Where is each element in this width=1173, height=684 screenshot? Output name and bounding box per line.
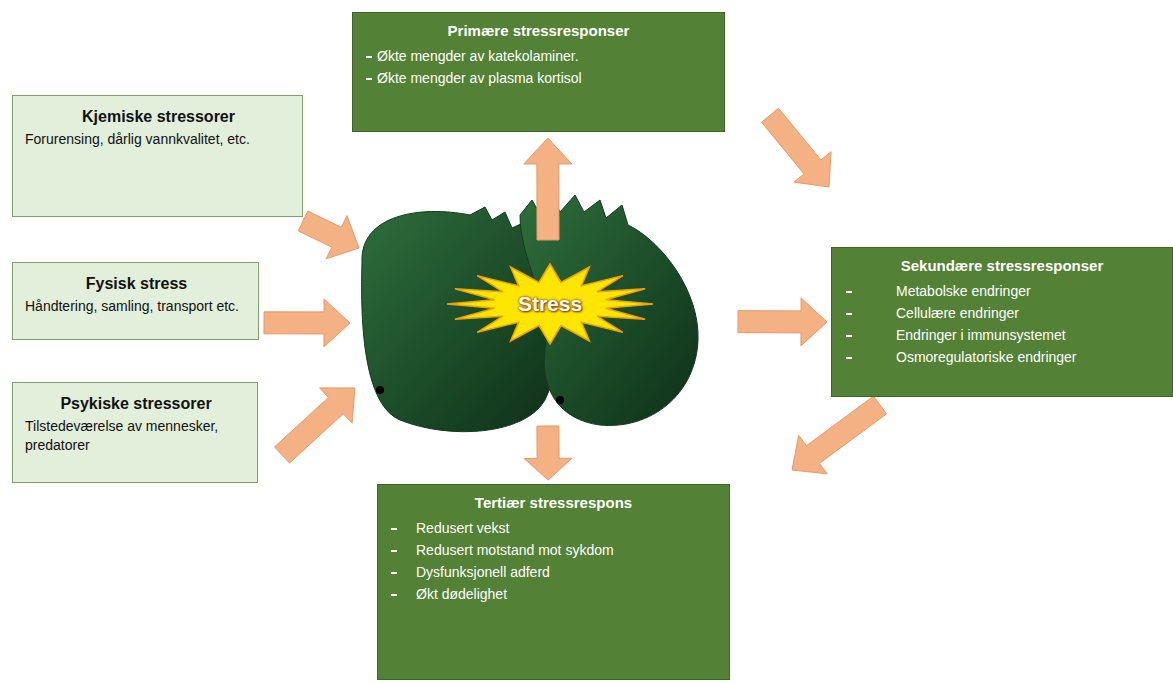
stressor-box: Kjemiske stressorerForurensing, dårlig v… bbox=[12, 95, 303, 217]
list-item: Osmoregulatoriske endringer bbox=[896, 346, 1164, 368]
bullet-dash bbox=[391, 550, 397, 552]
box-heading: Sekundære stressresponser bbox=[832, 256, 1164, 276]
response-box: Primære stressresponserØkte mengder av k… bbox=[352, 12, 725, 132]
list-item: Økte mengder av katekolaminer. bbox=[377, 45, 716, 67]
bullet-dash bbox=[391, 572, 397, 574]
cucumber-eye bbox=[376, 386, 384, 394]
list-row: Endringer i immunsystemet bbox=[832, 324, 1164, 346]
list-item: Dysfunksjonell adferd bbox=[416, 561, 721, 583]
list-row: Metabolske endringer bbox=[832, 280, 1164, 302]
list-item: Metabolske endringer bbox=[896, 280, 1164, 302]
block-arrow bbox=[298, 211, 359, 259]
list-item: Økte mengder av plasma kortisol bbox=[377, 67, 716, 89]
cucumber-eye bbox=[556, 396, 564, 404]
response-box: Sekundære stressresponserMetabolske endr… bbox=[831, 247, 1173, 397]
list-row: Osmoregulatoriske endringer bbox=[832, 346, 1164, 368]
bullet-dash bbox=[391, 594, 397, 596]
starburst-outline bbox=[447, 264, 653, 344]
box-body: Tilstedeværelse av mennesker, predatorer bbox=[25, 417, 247, 455]
bullet-dash bbox=[846, 313, 852, 315]
list-row: Økte mengder av katekolaminer. bbox=[353, 45, 716, 67]
block-arrow bbox=[264, 299, 350, 347]
bullet-dash bbox=[366, 56, 372, 58]
block-arrow bbox=[762, 108, 832, 187]
box-body: Håndtering, samling, transport etc. bbox=[25, 297, 248, 316]
block-arrow bbox=[275, 388, 355, 463]
box-heading: Psykiske stressorer bbox=[25, 393, 247, 415]
stressor-box: Fysisk stressHåndtering, samling, transp… bbox=[12, 262, 259, 340]
list-row: Cellulære endringer bbox=[832, 302, 1164, 324]
bullet-dash bbox=[846, 357, 852, 359]
bullet-dash bbox=[846, 335, 852, 337]
box-heading: Primære stressresponser bbox=[353, 21, 716, 41]
list-item: Økt dødelighet bbox=[416, 583, 721, 605]
bullet-dash bbox=[391, 528, 397, 530]
stress-starburst: Stress bbox=[445, 262, 655, 346]
stressor-box: Psykiske stressorerTilstedeværelse av me… bbox=[12, 382, 258, 483]
block-arrow bbox=[738, 298, 827, 346]
list-row: Økt dødelighet bbox=[378, 583, 721, 605]
list-item: Redusert vekst bbox=[416, 517, 721, 539]
list-row: Økte mengder av plasma kortisol bbox=[353, 67, 716, 89]
list-item: Endringer i immunsystemet bbox=[896, 324, 1164, 346]
block-arrow bbox=[792, 396, 887, 474]
list-row: Redusert motstand mot sykdom bbox=[378, 539, 721, 561]
list-item: Cellulære endringer bbox=[896, 302, 1164, 324]
block-arrow bbox=[524, 138, 572, 240]
list-row: Dysfunksjonell adferd bbox=[378, 561, 721, 583]
list-row: Redusert vekst bbox=[378, 517, 721, 539]
box-body: Forurensing, dårlig vannkvalitet, etc. bbox=[25, 130, 292, 149]
stress-label: Stress bbox=[518, 292, 582, 316]
list-item: Redusert motstand mot sykdom bbox=[416, 539, 721, 561]
response-box: Tertiær stressresponsRedusert vekstRedus… bbox=[377, 484, 730, 680]
block-arrow bbox=[524, 426, 572, 480]
bullet-dash bbox=[846, 291, 852, 293]
box-heading: Fysisk stress bbox=[25, 273, 248, 295]
bullet-dash bbox=[366, 78, 372, 80]
box-heading: Tertiær stressrespons bbox=[378, 493, 721, 513]
box-heading: Kjemiske stressorer bbox=[25, 106, 292, 128]
